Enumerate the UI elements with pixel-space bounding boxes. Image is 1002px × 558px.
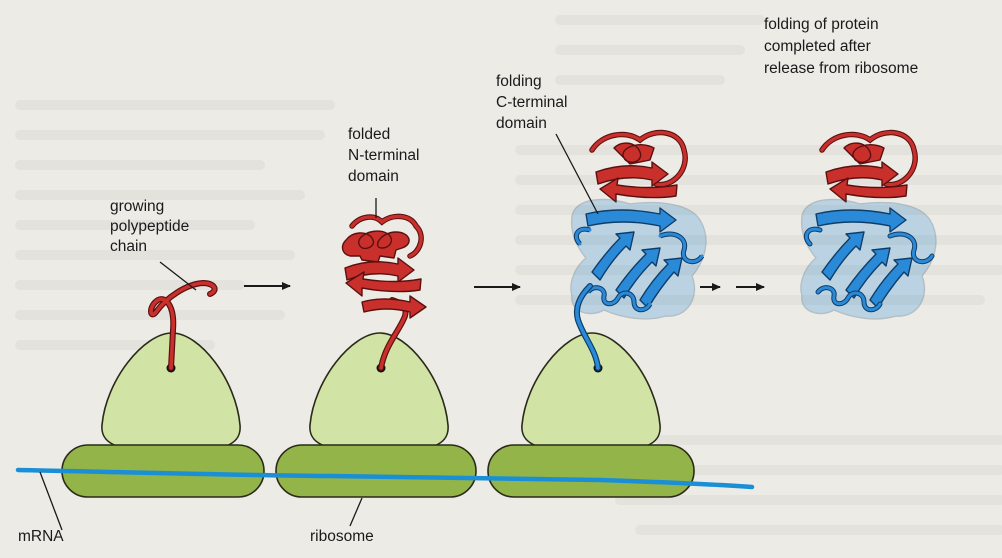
leader-ribosome bbox=[349, 497, 363, 527]
leader-growing-chain bbox=[159, 261, 197, 291]
folded-n-terminal-domain bbox=[341, 213, 427, 371]
label-folding-completed: folding of protein completed after relea… bbox=[764, 16, 918, 77]
label-ribosome: ribosome bbox=[310, 528, 374, 545]
ribosome-1 bbox=[61, 332, 265, 498]
mrna-strand bbox=[15, 467, 755, 490]
folding-c-terminal-domain-protein bbox=[570, 129, 707, 371]
ribosome-3-small-subunit bbox=[487, 444, 695, 498]
stage4-n-terminal-domain bbox=[819, 129, 918, 203]
label-mrna: mRNA bbox=[18, 528, 64, 545]
label-folded-n-terminal-domain: folded N-terminal domain bbox=[348, 126, 424, 185]
label-folding-c-terminal-domain: folding C-terminal domain bbox=[496, 73, 572, 132]
growing-polypeptide-chain-fill bbox=[149, 281, 217, 370]
completed-folded-protein bbox=[800, 129, 937, 320]
ribosome-2 bbox=[275, 332, 477, 498]
leader-mrna bbox=[39, 471, 63, 531]
ribosome-2-small-subunit bbox=[275, 444, 477, 498]
stage3-n-terminal-domain bbox=[589, 129, 688, 203]
ribosome-3 bbox=[487, 332, 695, 498]
label-growing-polypeptide-chain: growing polypeptide chain bbox=[110, 198, 194, 255]
leader-folding-c-domain bbox=[555, 133, 599, 215]
